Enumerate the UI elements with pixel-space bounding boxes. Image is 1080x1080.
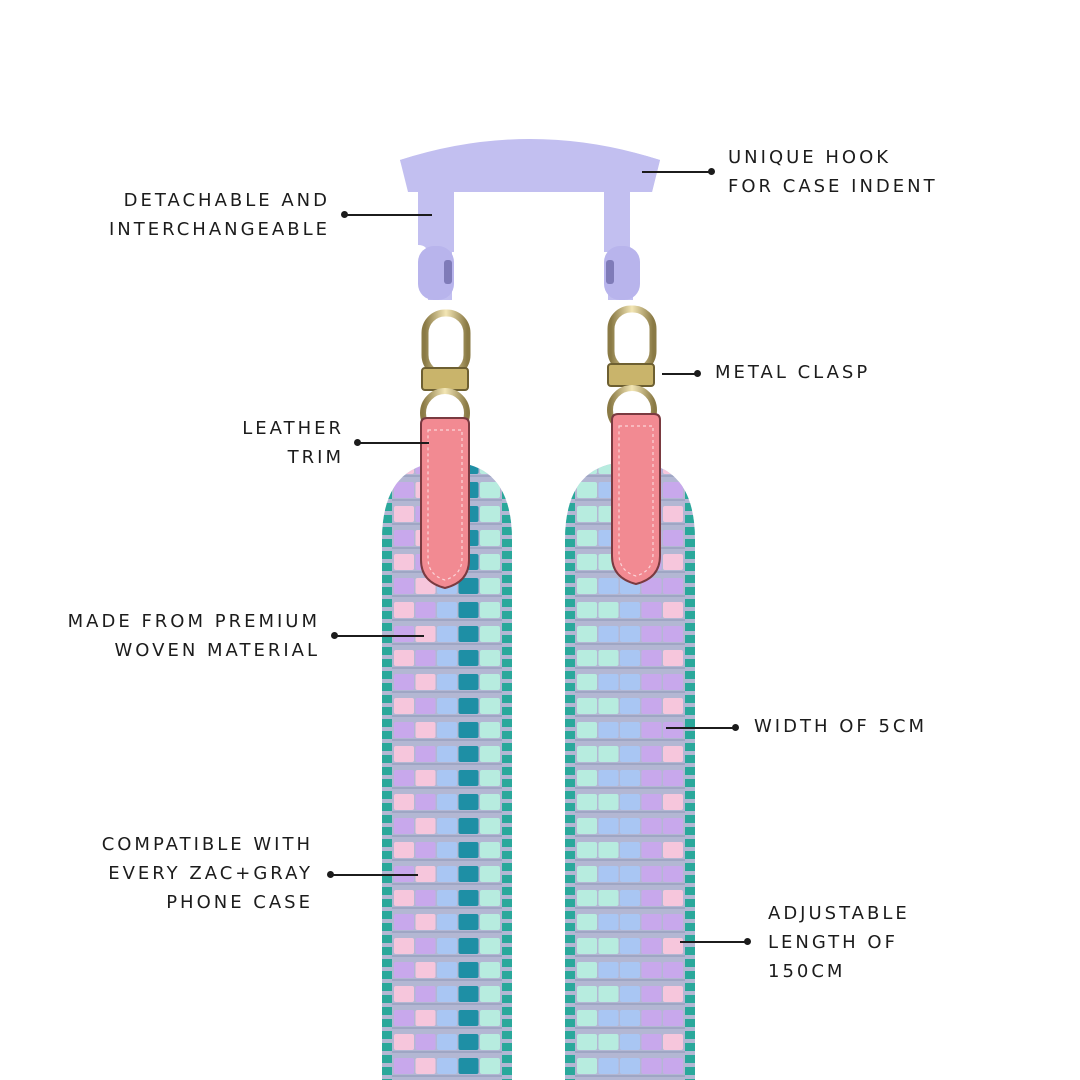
label-adjustable: ADJUSTABLE LENGTH OF 150CM bbox=[768, 899, 910, 986]
leader-adjustable bbox=[680, 941, 748, 943]
leader-clasp bbox=[662, 373, 698, 375]
label-line: WOVEN MATERIAL bbox=[114, 640, 320, 661]
leader-hook bbox=[642, 171, 712, 173]
label-clasp: METAL CLASP bbox=[715, 358, 870, 387]
dot-adjustable bbox=[744, 938, 751, 945]
label-line: DETACHABLE AND bbox=[123, 190, 330, 211]
dot-compatible bbox=[327, 871, 334, 878]
label-line: EVERY ZAC+GRAY bbox=[108, 863, 313, 884]
label-line: COMPATIBLE WITH bbox=[101, 834, 313, 855]
label-line: MADE FROM PREMIUM bbox=[67, 611, 320, 632]
woven-strap-left bbox=[382, 462, 512, 1080]
label-line: UNIQUE HOOK bbox=[728, 147, 892, 168]
dot-clasp bbox=[694, 370, 701, 377]
label-line: LEATHER bbox=[242, 418, 344, 439]
label-line: TRIM bbox=[287, 447, 344, 468]
label-line: LENGTH OF bbox=[768, 932, 898, 953]
leader-woven bbox=[334, 635, 424, 637]
leader-compatible bbox=[330, 874, 418, 876]
label-line: METAL CLASP bbox=[715, 362, 871, 383]
metal-clasp-left bbox=[420, 309, 471, 438]
dot-leather bbox=[354, 439, 361, 446]
label-line: INTERCHANGEABLE bbox=[108, 219, 330, 240]
label-line: FOR CASE INDENT bbox=[728, 176, 938, 197]
label-line: PHONE CASE bbox=[166, 892, 313, 913]
label-line: 150CM bbox=[768, 961, 846, 982]
label-leather: LEATHER TRIM bbox=[242, 414, 344, 472]
dot-detachable bbox=[341, 211, 348, 218]
dot-hook bbox=[708, 168, 715, 175]
label-width: WIDTH OF 5CM bbox=[754, 712, 927, 741]
label-woven: MADE FROM PREMIUM WOVEN MATERIAL bbox=[68, 607, 320, 665]
leather-trim-left bbox=[420, 417, 470, 590]
leader-detachable bbox=[344, 214, 432, 216]
label-hook: UNIQUE HOOK FOR CASE INDENT bbox=[728, 143, 938, 201]
leather-trim-right bbox=[611, 413, 661, 586]
leader-leather bbox=[357, 442, 429, 444]
label-line: ADJUSTABLE bbox=[768, 903, 910, 924]
label-detachable: DETACHABLE AND INTERCHANGEABLE bbox=[109, 186, 330, 244]
hook-connector bbox=[400, 139, 660, 300]
label-line: WIDTH OF 5CM bbox=[754, 716, 928, 737]
dot-width bbox=[732, 724, 739, 731]
label-compatible: COMPATIBLE WITH EVERY ZAC+GRAY PHONE CAS… bbox=[102, 830, 313, 917]
dot-woven bbox=[331, 632, 338, 639]
leader-width bbox=[666, 727, 736, 729]
